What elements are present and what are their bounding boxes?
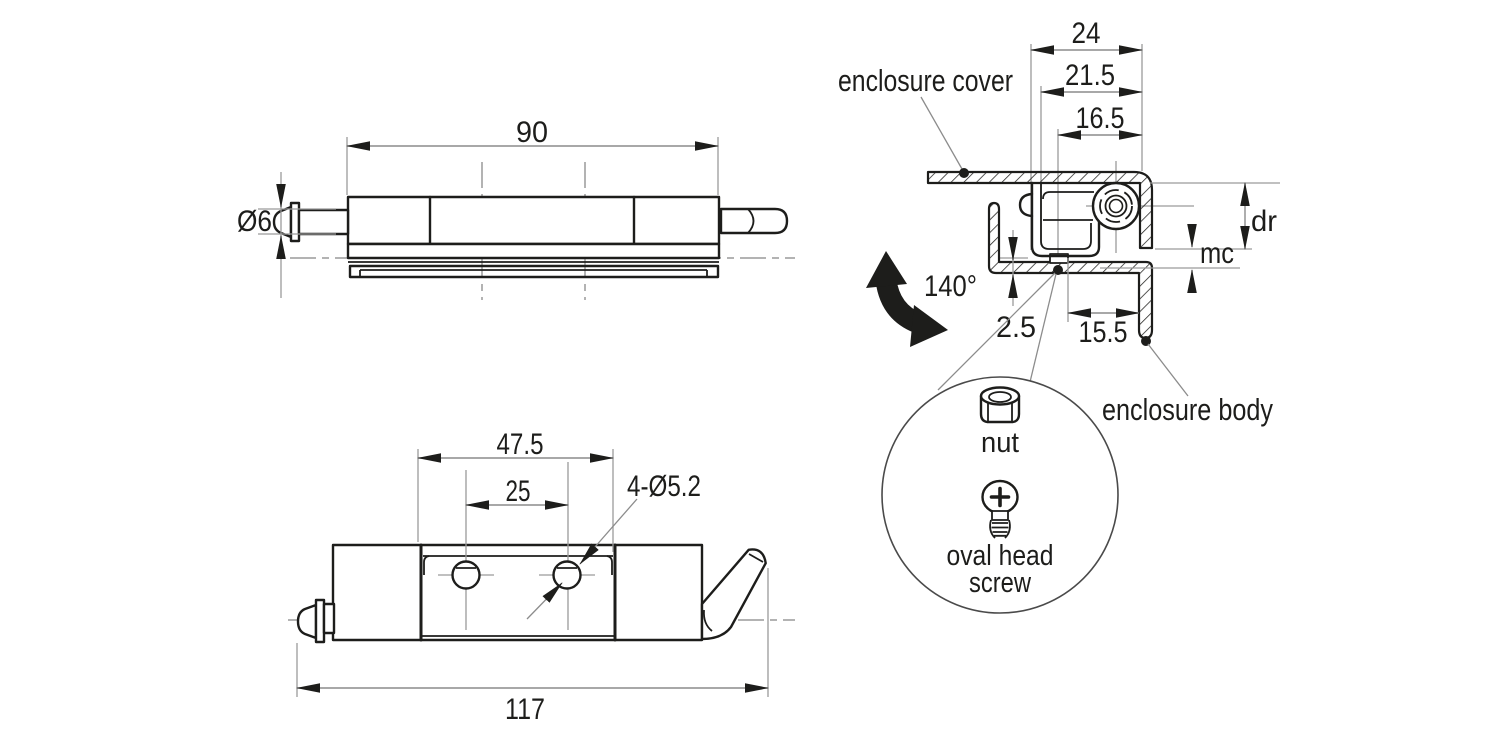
dim-mount-clearance-label: mc xyxy=(1200,237,1234,270)
nut-label: nut xyxy=(981,427,1019,459)
hinge-body-side xyxy=(346,195,721,246)
holes-leader-upper xyxy=(579,498,638,565)
enclosure-cover-label: enclosure cover xyxy=(838,63,1013,98)
side-view: 90 Ø6 xyxy=(237,116,795,300)
top-view: 47.5 25 4-Ø5.2 117 xyxy=(288,428,795,726)
lever-tip-line xyxy=(748,553,764,563)
hinge-leaf-band xyxy=(346,242,721,260)
nut-icon xyxy=(979,386,1021,424)
step-hook-left xyxy=(423,555,430,575)
enclosure-body-label: enclosure body xyxy=(1102,392,1273,427)
bracket-top-fold xyxy=(1042,191,1094,200)
mounting-hole-left xyxy=(451,560,481,590)
screw-label-line1: oval head xyxy=(947,540,1054,572)
dim-body-offset-label: 15.5 xyxy=(1079,316,1128,349)
mounting-hole-right xyxy=(552,560,582,590)
dim-sheet-thickness-label: 2.5 xyxy=(996,311,1036,344)
pin-shaft-side xyxy=(297,208,350,236)
body-leader-dot xyxy=(1141,336,1151,346)
pin-shaft-top xyxy=(322,602,336,635)
dim-holes-label: 4-Ø5.2 xyxy=(627,470,701,503)
dim-mount-span-label: 47.5 xyxy=(497,428,544,461)
bracket-inner xyxy=(1040,183,1092,250)
detail-source-dot xyxy=(1053,265,1063,275)
hinge-base-plate-side xyxy=(348,264,720,279)
pivot-pin-circle xyxy=(1108,198,1124,214)
detail-view: nut oval head screw xyxy=(881,265,1119,614)
bracket-left-bump xyxy=(1018,192,1034,218)
dim-cover-width-label: 21.5 xyxy=(1065,59,1115,92)
dim-inner-width-label: 16.5 xyxy=(1076,102,1125,135)
detail-leader-left xyxy=(937,272,1056,391)
detail-leader-right xyxy=(1029,273,1057,383)
dim-overall-length-label: 117 xyxy=(505,693,545,726)
pivot-inner-circle xyxy=(1104,194,1128,218)
dim-hole-pitch-label: 25 xyxy=(506,475,531,508)
pivot-ring xyxy=(1099,189,1133,223)
dim-opening-angle-label: 140° xyxy=(924,270,977,303)
lever-elbow-arc xyxy=(703,609,713,632)
dim-door-return-label: dr xyxy=(1251,205,1277,238)
lever-bend-arc xyxy=(747,208,755,234)
section-view: 24 21.5 16.5 enclosure cover dr mc 2.5 1… xyxy=(838,17,1280,427)
step-hook-right xyxy=(606,555,613,575)
bracket-outer xyxy=(1030,181,1101,258)
oval-head-screw-icon xyxy=(981,479,1019,539)
pin-cone-side xyxy=(272,205,293,239)
enclosure-cover-section xyxy=(926,170,1154,250)
hinge-body-top xyxy=(331,543,704,642)
holes-leader-lower xyxy=(526,582,563,620)
pin-cone-top xyxy=(296,603,318,640)
dim-overall-width-label: 24 xyxy=(1072,17,1101,50)
screw-label-line2: screw xyxy=(969,567,1032,599)
dim-pin-diameter-label: Ø6 xyxy=(237,205,272,238)
bent-lever xyxy=(700,548,767,641)
rotation-arrow-icon xyxy=(866,251,948,347)
body-leader-line xyxy=(1147,343,1189,397)
cover-leader-dot xyxy=(959,168,969,178)
dim-90-label: 90 xyxy=(516,116,548,149)
cover-leader-line xyxy=(920,96,963,170)
